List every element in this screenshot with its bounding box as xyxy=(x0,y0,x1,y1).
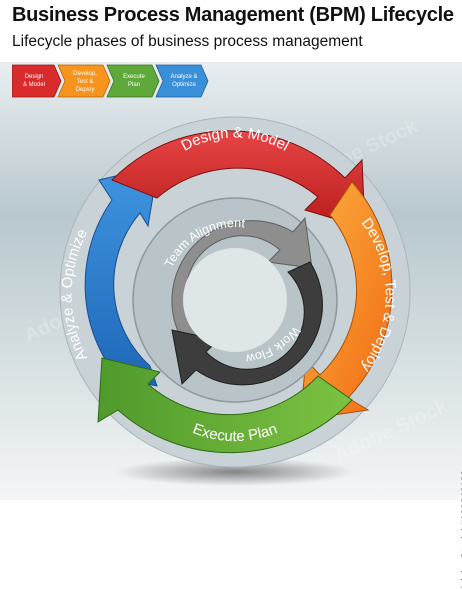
page-subtitle: Lifecycle phases of business process man… xyxy=(12,33,363,50)
phase-segment-analyze xyxy=(84,165,159,387)
svg-text:Develop,: Develop, xyxy=(73,71,97,77)
svg-text:Deploy: Deploy xyxy=(76,87,95,93)
svg-text:Execute: Execute xyxy=(123,74,145,80)
legend-item-develop: Develop, Test & Deploy xyxy=(57,64,111,98)
svg-text:Design: Design xyxy=(25,74,44,80)
legend-item-analyze: Analyze & Optimize xyxy=(155,64,209,98)
inner-arrow-work-flow xyxy=(171,261,323,386)
center-hole xyxy=(183,248,287,352)
phase-segment-develop xyxy=(299,181,393,421)
svg-text:Plan: Plan xyxy=(128,82,140,88)
svg-text:Optimize: Optimize xyxy=(172,82,196,88)
svg-text:Analyze &: Analyze & xyxy=(170,74,197,80)
lifecycle-diagram: Design & Model Execute Plan Analyze & Op… xyxy=(58,116,411,486)
page-title: Business Process Management (BPM) Lifecy… xyxy=(12,4,454,26)
svg-text:Test &: Test & xyxy=(77,79,94,85)
svg-text:& Model: & Model xyxy=(23,82,45,88)
diagram-shadow xyxy=(115,458,355,486)
legend-item-execute: Execute Plan xyxy=(106,64,160,98)
phase-segment-execute xyxy=(97,357,353,454)
phase-segment-design xyxy=(111,130,366,229)
legend-item-design: Design & Model xyxy=(12,64,62,98)
phase-legend: Design & Model Develop, Test & Deploy Ex… xyxy=(12,64,209,98)
